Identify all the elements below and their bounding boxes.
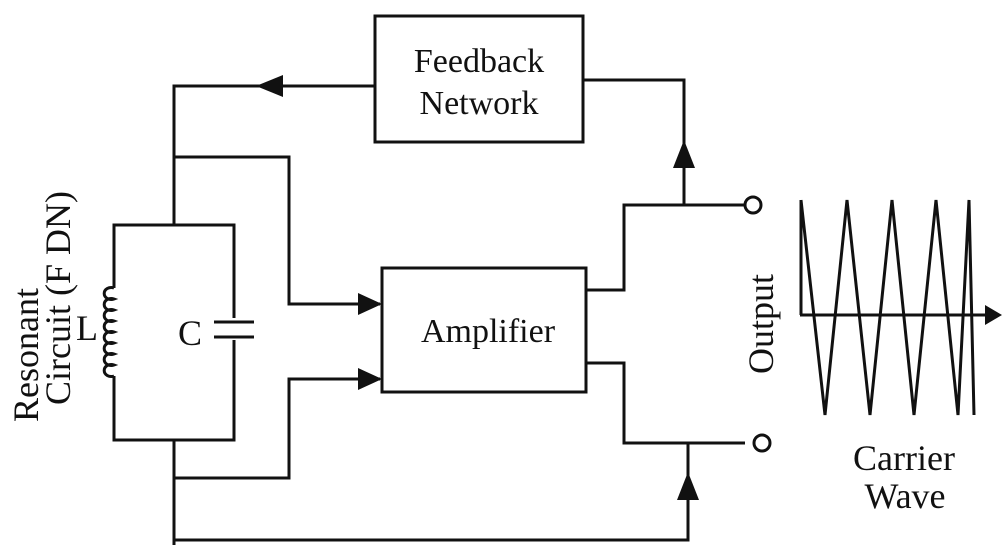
carrier-wave-label-line2: Wave [864, 476, 945, 516]
output-to-feedback-wire [583, 78, 686, 205]
amplifier-box [380, 266, 588, 394]
inductor-coil-path [102, 286, 119, 378]
resonant-tank-circuit: L C [76, 223, 258, 442]
carrier-axis-arrow [985, 305, 1002, 325]
tank-to-amp-input1-wire [174, 155, 380, 306]
feedback-return-arrow [256, 75, 283, 97]
capacitor [210, 318, 258, 340]
feedback-network-box [373, 14, 585, 144]
inductor-coil [102, 286, 126, 378]
capacitor-label: C [178, 313, 202, 353]
amp-input1-arrow [358, 293, 382, 315]
tank-to-amp-input2-wire [172, 377, 380, 480]
resonant-circuit-label-line2: Circuit (F DN) [38, 191, 78, 405]
amplifier-block: Amplifier [380, 266, 588, 394]
inductor-label: L [76, 308, 98, 348]
feedback-network-label-line2: Network [420, 85, 539, 122]
feedback-network-block: Feedback Network [373, 14, 585, 144]
output-to-feedback-arrow [673, 140, 695, 168]
amp-output2-wire [586, 361, 745, 445]
amp-output1-wire [586, 203, 745, 292]
feedback-return-wire [172, 84, 375, 225]
carrier-waveform [799, 199, 976, 416]
carrier-wave [799, 199, 1002, 416]
amp-input2-arrow [358, 368, 382, 390]
output-terminal-bottom [752, 433, 772, 453]
output-terminal-top [743, 195, 763, 215]
feedback-network-label-line1: Feedback [414, 43, 544, 80]
bottom-feedback-arrow [677, 472, 699, 500]
resonant-circuit-label-line1: Resonant [6, 288, 46, 422]
amplifier-label: Amplifier [421, 313, 556, 350]
output-label: Output [741, 274, 781, 374]
carrier-wave-label-line1: Carrier [853, 438, 955, 478]
bottom-feedback-wire [174, 443, 690, 542]
